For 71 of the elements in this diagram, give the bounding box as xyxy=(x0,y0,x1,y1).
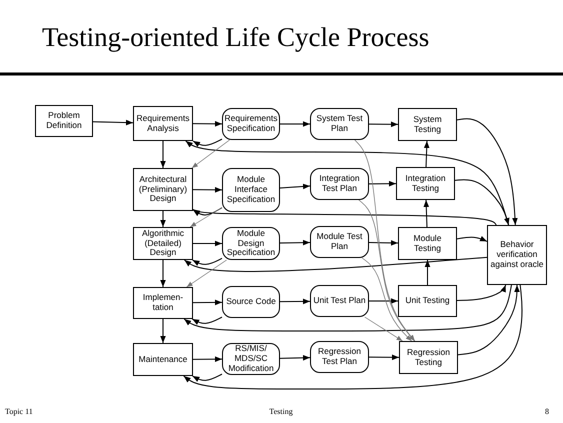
process-box: Requirements Analysis xyxy=(133,106,193,141)
arrow xyxy=(424,140,430,168)
arrow xyxy=(160,318,166,344)
thin-arrow xyxy=(186,260,227,288)
document-box: Regression Test Plan xyxy=(310,341,369,373)
thin-arrow xyxy=(354,140,416,342)
arrow xyxy=(368,180,396,186)
arrow xyxy=(192,300,222,306)
arrow xyxy=(368,122,398,128)
arrow xyxy=(160,210,166,228)
process-box: Maintenance xyxy=(133,343,193,376)
process-box: Regression Testing xyxy=(399,341,458,374)
process-box: System Testing xyxy=(398,108,457,141)
arrow xyxy=(192,356,222,362)
arrow xyxy=(92,120,134,126)
process-box: Architectural (Preliminary) Design xyxy=(133,168,193,211)
thin-arrow xyxy=(358,200,415,342)
thin-arrow xyxy=(192,140,230,168)
arrow xyxy=(184,284,512,332)
document-box: RS/MIS/ MDS/SC Modification xyxy=(222,343,280,375)
process-box: Behavior verification against oracle xyxy=(487,225,547,285)
arrow xyxy=(192,240,222,246)
arrow xyxy=(184,256,488,272)
process-box: Implemen- tation xyxy=(133,287,193,319)
footer-text: 8 xyxy=(545,407,549,416)
document-box: Source Code xyxy=(222,286,280,318)
arrow xyxy=(368,298,398,304)
document-box: System Test Plan xyxy=(310,108,369,140)
arrow xyxy=(192,187,222,193)
process-box: Module Testing xyxy=(398,227,457,260)
arrow xyxy=(368,354,400,360)
document-box: Module Design Specification xyxy=(222,227,280,260)
arrow xyxy=(368,240,398,246)
arrow xyxy=(192,207,222,216)
arrow xyxy=(456,284,506,301)
footer-text: Testing xyxy=(269,407,293,416)
arrow xyxy=(280,121,310,127)
process-box: Algorithmic (Detailed) Design xyxy=(133,227,193,260)
arrow xyxy=(192,121,222,127)
arrow xyxy=(454,179,510,226)
arrow xyxy=(280,184,310,190)
arrow xyxy=(280,240,310,246)
document-box: Requirements Specification xyxy=(222,108,280,140)
document-box: Integration Test Plan xyxy=(310,168,369,200)
arrow xyxy=(423,200,430,228)
arrow xyxy=(160,140,166,168)
arrow xyxy=(458,284,520,356)
arrow xyxy=(456,236,488,242)
arrow xyxy=(192,374,222,382)
thin-arrow xyxy=(190,207,222,228)
process-box: Problem Definition xyxy=(35,105,93,137)
arrow xyxy=(183,284,523,390)
thin-arrow xyxy=(362,258,412,342)
document-box: Unit Test Plan xyxy=(310,285,369,317)
process-box: Unit Testing xyxy=(398,285,457,317)
arrow xyxy=(185,140,509,226)
document-box: Module Test Plan xyxy=(310,226,369,258)
arrow xyxy=(192,258,222,266)
arrow xyxy=(192,138,222,147)
arrow xyxy=(456,118,518,226)
arrow xyxy=(192,316,222,325)
arrow xyxy=(192,208,497,226)
thin-arrow xyxy=(364,316,403,342)
arrow xyxy=(280,355,310,361)
document-box: Module Interface Specification xyxy=(222,168,280,212)
slide-title: Testing-oriented Life Cycle Process xyxy=(42,22,430,53)
process-box: Integration Testing xyxy=(396,167,455,200)
arrow xyxy=(160,260,166,288)
arrow xyxy=(280,298,310,304)
footer-text: Topic 11 xyxy=(5,407,33,416)
arrow xyxy=(424,260,430,286)
